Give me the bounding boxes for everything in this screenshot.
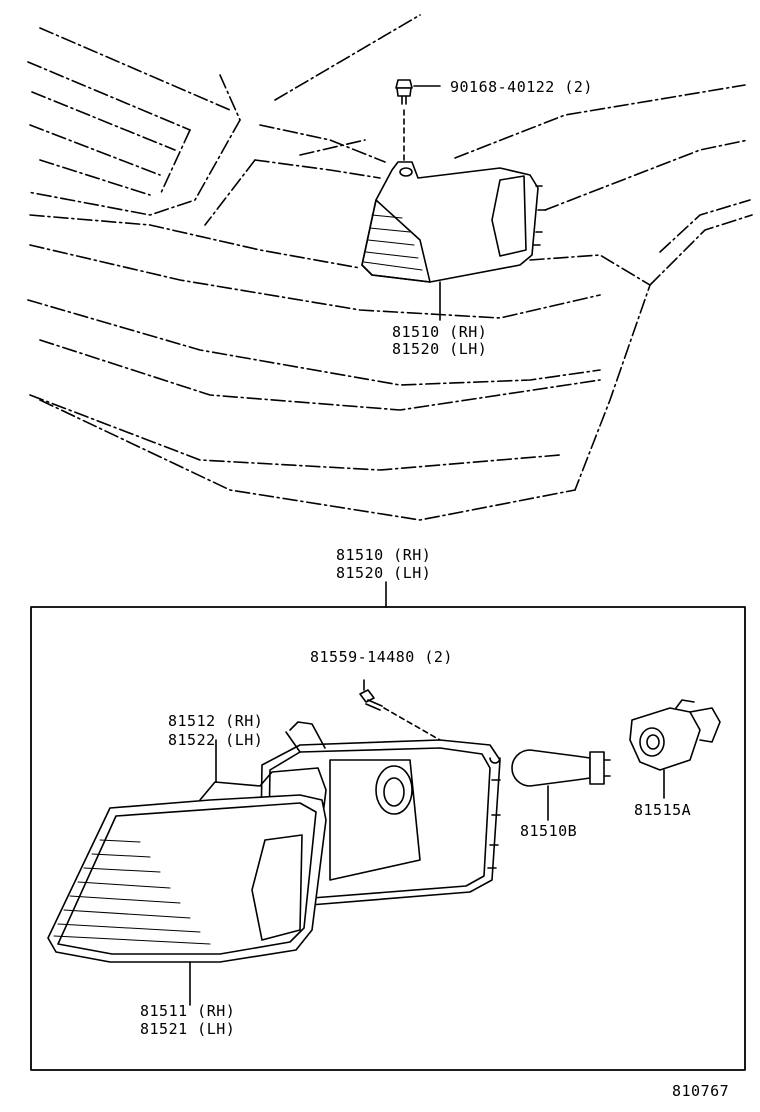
bolt-top-icon: [395, 79, 441, 171]
lamp-assy-top-rh-part-number: 81510 (RH): [392, 323, 488, 341]
bulb-part-number: 81510B: [520, 822, 578, 840]
screw-part-number: 81559-14480 (2): [310, 648, 453, 666]
detail-box: [30, 606, 746, 1071]
lens-rh-part-number: 81511 (RH): [140, 1002, 236, 1020]
lamp-assy-lh-part-number: 81520 (LH): [336, 564, 432, 582]
bulb-icon: [511, 749, 611, 821]
socket-icon: [629, 699, 721, 799]
lens-icon: [47, 794, 327, 1006]
mounted-lamp-icon: [361, 161, 547, 321]
lens-lh-part-number: 81521 (LH): [140, 1020, 236, 1038]
lamp-assy-rh-part-number: 81510 (RH): [336, 546, 432, 564]
gasket-lh-part-number: 81522 (LH): [168, 731, 264, 749]
gasket-rh-part-number: 81512 (RH): [168, 712, 264, 730]
diagram-number: 810767: [672, 1082, 730, 1100]
lamp-assy-top-lh-part-number: 81520 (LH): [392, 340, 488, 358]
vehicle-body-phantom-lines: [27, 14, 753, 521]
socket-part-number: 81515A: [634, 801, 692, 819]
screw-icon: [359, 679, 441, 741]
bolt-top-part-number: 90168-40122 (2): [450, 78, 593, 96]
